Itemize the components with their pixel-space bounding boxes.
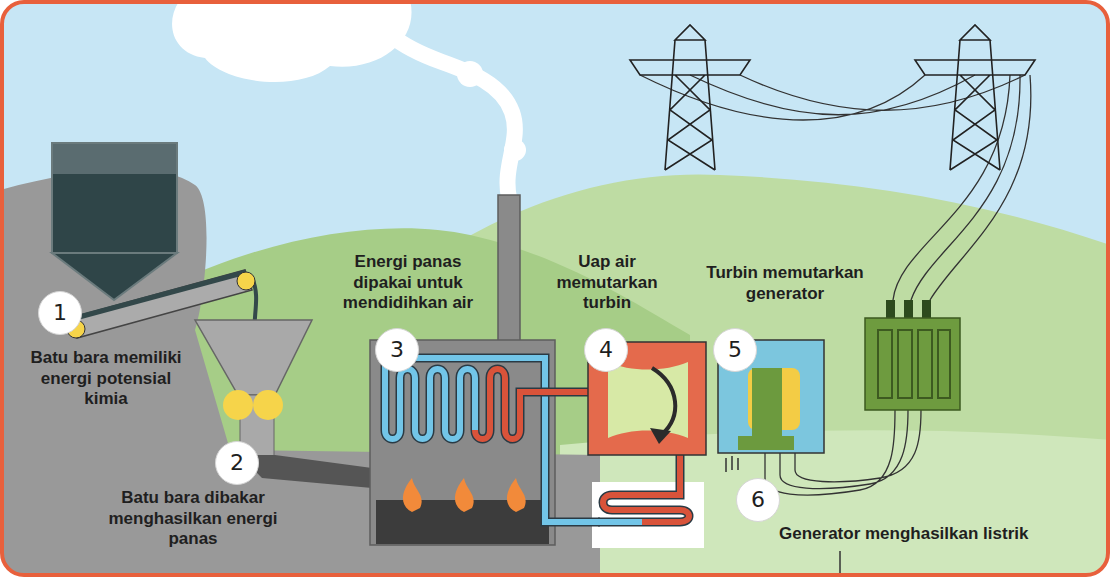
coal-hopper <box>52 143 177 253</box>
steam-pipe <box>475 369 592 439</box>
transformer-terminal <box>904 300 913 318</box>
step-caption: Uap air memutarkan turbin <box>547 252 667 314</box>
rotation-arrow <box>652 368 675 434</box>
callout-number: 5 <box>728 339 742 361</box>
coal-roller <box>223 390 253 420</box>
water-pipe <box>385 358 600 522</box>
steam-pipe-outline <box>475 369 592 439</box>
funnel <box>195 320 312 395</box>
transformer-terminal <box>922 300 931 318</box>
smoke-puff <box>457 61 483 87</box>
condenser-pipe <box>603 455 689 522</box>
hopper-top <box>53 144 176 174</box>
chimney <box>498 195 520 343</box>
transformer-terminal <box>886 300 895 318</box>
callout-number: 4 <box>599 339 613 361</box>
callout-number: 1 <box>53 302 67 324</box>
callout-circle: 3Energi panas dipakai untuk mendidihkan … <box>375 328 419 372</box>
conveyor-belt <box>68 272 246 320</box>
water-pipe-outline <box>385 358 600 522</box>
flame <box>403 478 422 512</box>
callout-number: 3 <box>390 339 404 361</box>
ground-marks <box>726 456 738 472</box>
transmission-tower <box>915 25 1035 170</box>
conveyor-wheel <box>237 272 255 290</box>
transformer <box>865 318 960 410</box>
transmission-tower <box>630 25 750 170</box>
step-caption: Turbin memutarkan generator <box>690 263 880 304</box>
flame <box>507 478 526 512</box>
rotation-arrowhead <box>650 428 671 444</box>
smoke-puff <box>504 139 526 161</box>
step-caption: Batu bara dibakar menghasilkan energi pa… <box>91 488 296 550</box>
callout-number: 2 <box>230 452 244 474</box>
coal-duct <box>240 455 372 488</box>
callout-circle: 6Generator menghasilkan listrik <box>736 478 780 522</box>
callout-circle: 5Turbin memutarkan generator <box>713 328 757 372</box>
condenser-pipe-outline <box>603 455 689 522</box>
flame <box>455 478 474 512</box>
callout-circle: 1Batu bara memiliki energi potensial kim… <box>38 291 82 335</box>
callout-circle: 4Uap air memutarkan turbin <box>584 328 628 372</box>
generator-shaft <box>738 368 794 450</box>
step-caption: Generator menghasilkan listrik <box>779 524 1028 545</box>
smoke-cloud <box>172 2 412 82</box>
transformer-fins <box>878 330 950 398</box>
step-caption: Batu bara memiliki energi potensial kimi… <box>21 348 191 410</box>
step-caption: Energi panas dipakai untuk mendidihkan a… <box>328 252 488 314</box>
turbine-rotor <box>608 362 688 438</box>
return-pipe <box>598 519 642 525</box>
generator-wires <box>765 410 921 495</box>
smoke <box>392 36 515 198</box>
generator-housing <box>718 340 824 453</box>
callout-number: 6 <box>751 489 765 511</box>
coal-roller <box>253 390 283 420</box>
callout-circle: 2Batu bara dibakar menghasilkan energi p… <box>215 441 259 485</box>
leader-line <box>839 551 841 575</box>
